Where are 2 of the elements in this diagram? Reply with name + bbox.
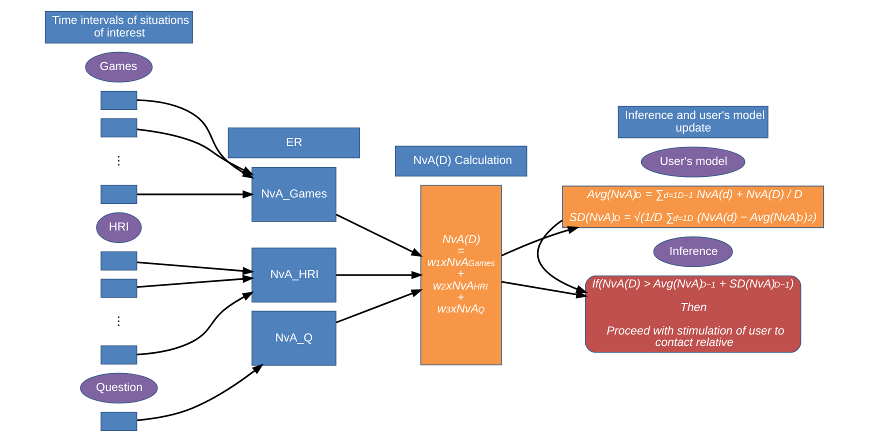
label: ⋮	[112, 314, 125, 328]
label: ⋮	[112, 154, 125, 168]
